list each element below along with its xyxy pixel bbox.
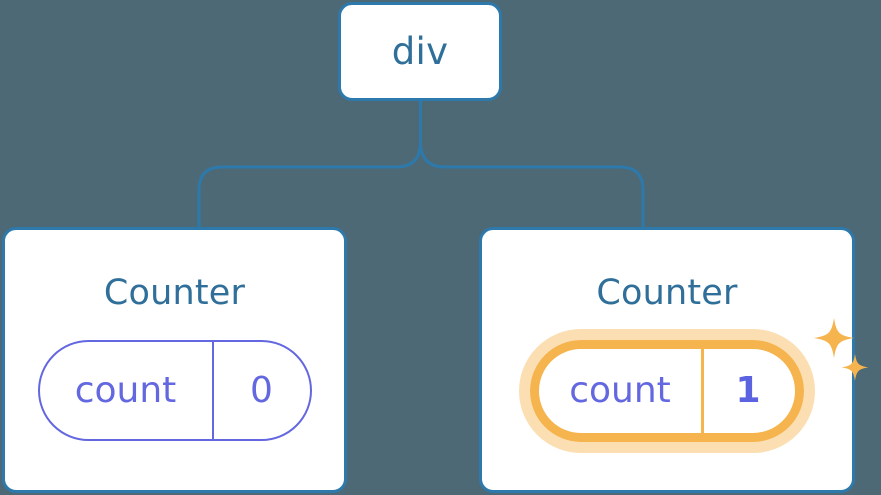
sparkles-group: [814, 318, 869, 381]
state-pill-value: 0: [214, 342, 310, 439]
state-pill-key: count: [539, 349, 704, 433]
node-title: Counter: [596, 273, 738, 313]
state-key-label: count: [569, 370, 671, 411]
node-root[interactable]: div: [338, 2, 502, 101]
node-counter-right[interactable]: Counter count 1: [479, 227, 869, 493]
state-pill-value: 1: [704, 349, 792, 433]
state-pill-wrapper-highlighted: count 1: [519, 318, 869, 453]
state-pill-glow: [519, 329, 815, 453]
node-title: Counter: [103, 273, 246, 313]
sparkle-small-icon: [841, 354, 869, 381]
state-pill[interactable]: count 0: [37, 340, 312, 441]
state-key-label: count: [74, 369, 177, 411]
state-pill-key: count: [40, 342, 214, 439]
state-value-label: 1: [735, 370, 761, 411]
node-counter-left[interactable]: Counter count 0: [2, 227, 347, 493]
state-pill-highlighted[interactable]: count 1: [530, 340, 804, 442]
connector-left: [197, 99, 422, 230]
state-pill-wrapper: count 0: [37, 340, 312, 441]
state-value-label: 0: [250, 369, 273, 411]
sparkle-large-icon: [814, 318, 854, 358]
connector-right: [419, 99, 645, 230]
node-root-tag: div: [391, 30, 449, 73]
